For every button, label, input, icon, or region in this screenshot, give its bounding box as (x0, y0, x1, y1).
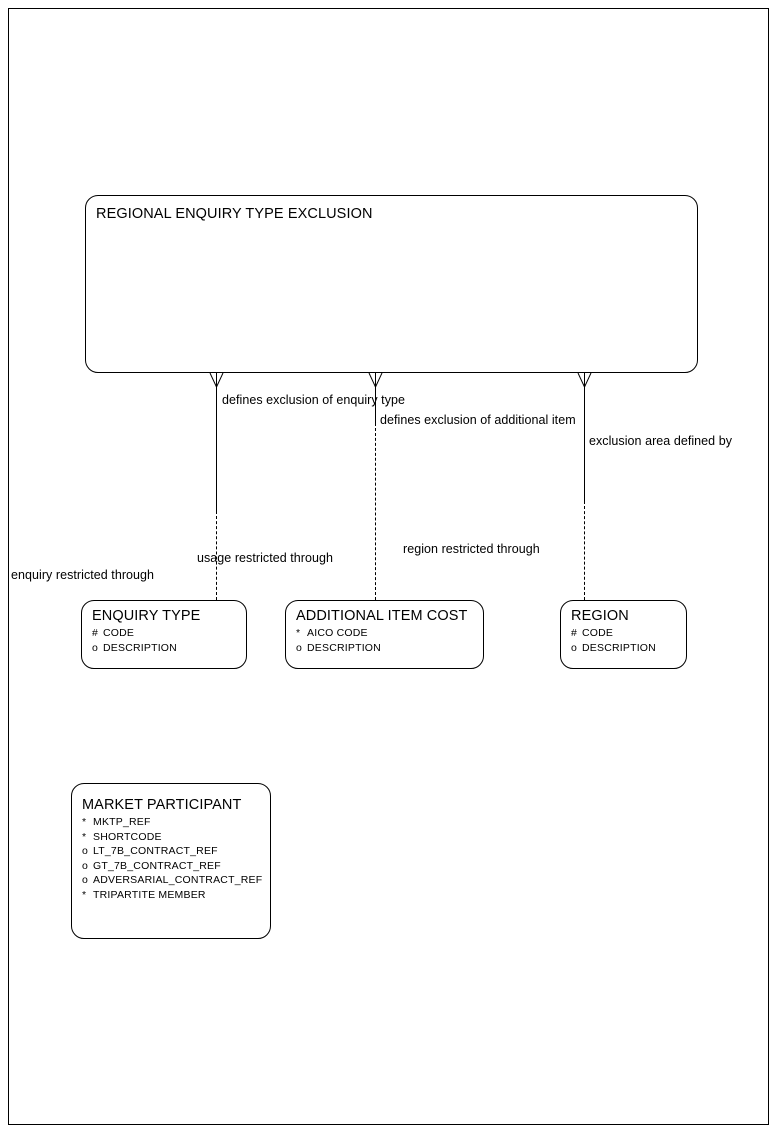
attribute-label: GT_7B_CONTRACT_REF (93, 859, 221, 872)
relationship-label-enquiry-restricted-through: enquiry restricted through (11, 568, 155, 582)
entity-title: ENQUIRY TYPE (92, 608, 201, 624)
connector-enquiry-type-solid (216, 386, 217, 511)
entity-enquiry-type[interactable]: ENQUIRY TYPE # CODE o DESCRIPTION (81, 600, 247, 669)
attribute-mark: * (296, 627, 301, 639)
attribute-list: * MKTP_REF * SHORTCODE o LT_7B_CONTRACT_REF… (82, 815, 262, 903)
entity-additional-item-cost[interactable]: ADDITIONAL ITEM COST * AICO CODE o DESCRIP… (285, 600, 484, 669)
attribute-list: # CODE o DESCRIPTION (92, 626, 177, 655)
attribute-list: # CODE o DESCRIPTION (571, 626, 656, 655)
crowfoot-region (576, 372, 593, 388)
entity-region[interactable]: REGION # CODE o DESCRIPTION (560, 600, 687, 669)
attribute-label: AICO CODE (307, 627, 368, 639)
attribute-mark: # (571, 627, 578, 639)
attribute-mark: * (82, 888, 87, 901)
entity-regional-enquiry-type-exclusion[interactable]: REGIONAL ENQUIRY TYPE EXCLUSION (85, 195, 698, 373)
attribute-mark: * (82, 816, 87, 828)
attribute-row: o GT_7B_CONTRACT_REF (82, 859, 262, 874)
attribute-mark: o (82, 874, 89, 887)
connector-region-dashed (584, 501, 585, 600)
relationship-label-exclusion-area-defined-by: exclusion area defined by (589, 434, 733, 448)
entity-market-participant[interactable]: MARKET PARTICIPANT * MKTP_REF * SHORTCODE … (71, 783, 271, 939)
attribute-row: * SHORTCODE (82, 830, 262, 845)
attribute-label: DESCRIPTION (307, 641, 381, 654)
attribute-row: * MKTP_REF (82, 815, 262, 830)
attribute-row: # CODE (571, 626, 656, 641)
connector-region-solid (584, 386, 585, 501)
attribute-row: o DESCRIPTION (571, 641, 656, 656)
attribute-mark: * (82, 830, 87, 843)
entity-title: REGIONAL ENQUIRY TYPE EXCLUSION (96, 206, 373, 222)
attribute-label: CODE (103, 627, 135, 639)
connector-enquiry-type-dashed (216, 511, 217, 600)
attribute-row: o ADVERSARIAL_CONTRACT_REF (82, 873, 262, 888)
attribute-mark: o (296, 641, 303, 654)
attribute-mark: o (92, 641, 99, 654)
attribute-row: o DESCRIPTION (296, 641, 381, 656)
relationship-label-defines-exclusion-of-enquiry-type: defines exclusion of enquiry type (222, 393, 406, 407)
entity-title: REGION (571, 608, 629, 624)
attribute-label: SHORTCODE (93, 830, 162, 843)
attribute-list: * AICO CODE o DESCRIPTION (296, 626, 381, 655)
relationship-label-usage-restricted-through: usage restricted through (197, 551, 334, 565)
entity-title: MARKET PARTICIPANT (82, 797, 242, 813)
connector-additional-item-solid (375, 386, 376, 423)
entity-title: ADDITIONAL ITEM COST (296, 608, 468, 624)
attribute-row: o LT_7B_CONTRACT_REF (82, 844, 262, 859)
attribute-label: TRIPARTITE MEMBER (93, 888, 206, 901)
crowfoot-additional-item (367, 372, 384, 388)
attribute-row: * AICO CODE (296, 626, 381, 641)
attribute-row: # CODE (92, 626, 177, 641)
attribute-row: * TRIPARTITE MEMBER (82, 888, 262, 903)
attribute-label: DESCRIPTION (103, 641, 177, 654)
attribute-label: ADVERSARIAL_CONTRACT_REF (93, 874, 263, 887)
page-border (8, 8, 769, 1125)
attribute-row: o DESCRIPTION (92, 641, 177, 656)
attribute-label: MKTP_REF (93, 816, 151, 828)
attribute-mark: o (82, 859, 89, 872)
relationship-label-defines-exclusion-of-additional-item: defines exclusion of additional item (380, 413, 576, 427)
attribute-mark: o (82, 845, 89, 858)
attribute-label: DESCRIPTION (582, 641, 656, 654)
crowfoot-enquiry-type (208, 372, 225, 388)
attribute-label: CODE (582, 627, 614, 639)
relationship-label-region-restricted-through: region restricted through (403, 542, 540, 556)
attribute-mark: # (92, 627, 99, 639)
attribute-mark: o (571, 641, 578, 654)
attribute-label: LT_7B_CONTRACT_REF (93, 845, 218, 858)
connector-additional-item-dashed (375, 423, 376, 600)
